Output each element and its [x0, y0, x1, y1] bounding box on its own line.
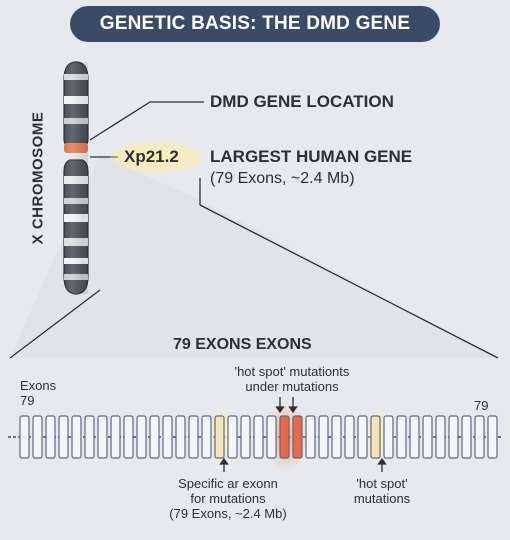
exon-box: [110, 415, 121, 459]
exon-box: [188, 415, 199, 459]
band-label: Xp21.2: [124, 147, 179, 166]
exon-box: [84, 415, 95, 459]
exon-box: [201, 415, 212, 459]
specific-line1: Specific ar exonn: [178, 476, 278, 491]
hotspot-top-line1: 'hot spot' mutationts: [234, 364, 350, 379]
exon-box: [240, 415, 251, 459]
exon-box: [149, 415, 160, 459]
exon-box: [253, 415, 264, 459]
exon-box: [474, 415, 485, 459]
exon-box: [175, 415, 186, 459]
hotspot-bottom-caption: 'hot spot' mutations: [332, 476, 432, 506]
exon-box: [383, 415, 394, 459]
exon-box: [331, 415, 342, 459]
exon-box-hotspot-secondary: [370, 415, 381, 459]
zoom-line-left: [9, 289, 101, 359]
specific-arrow: [219, 457, 229, 472]
hotspot-bottom-line2: mutations: [353, 491, 411, 506]
exon-box: [45, 415, 56, 459]
location-leader: [89, 101, 204, 141]
exon-box: [136, 415, 147, 459]
exon-map: [8, 397, 502, 472]
exon-box-hotspot: [292, 415, 303, 459]
exon-box-specific: [214, 415, 225, 459]
exon-box: [71, 415, 82, 459]
exon-box: [227, 415, 238, 459]
exon-box: [422, 415, 433, 459]
x-chromosome: [63, 61, 89, 295]
page-title: GENETIC BASIS: THE DMD GENE: [99, 13, 411, 34]
exon-left-label-word: Exons: [20, 378, 57, 393]
exon-map-title: 79 EXONS EXONS: [173, 336, 312, 353]
specific-line2: for mutations: [190, 491, 266, 506]
exon-box: [318, 415, 329, 459]
hotspot-bottom-line1: 'hot spot': [356, 476, 408, 491]
exon-box: [409, 415, 420, 459]
hotspot-top-line2: under mutations: [245, 379, 339, 394]
exon-box: [435, 415, 446, 459]
specific-line3: (79 Exons, ~2.4 Mb): [169, 506, 287, 521]
exon-box: [162, 415, 173, 459]
largest-gene-label: LARGEST HUMAN GENE: [210, 147, 413, 166]
gene-location-label: DMD GENE LOCATION: [210, 92, 394, 111]
hotspot-bottom-arrow: [377, 457, 387, 472]
exon-left-label: Exons 79: [20, 378, 56, 408]
exon-box: [305, 415, 316, 459]
exon-box: [396, 415, 407, 459]
zoom-line-right: [199, 204, 499, 359]
exon-box: [32, 415, 43, 459]
chromosome-label: X CHROMOSOME: [29, 111, 47, 245]
hotspot-top-arrows: [275, 397, 298, 414]
exon-box: [58, 415, 69, 459]
exon-right-label: 79: [474, 398, 489, 413]
exon-box: [357, 415, 368, 459]
band-highlight: [110, 141, 204, 173]
hotspot-top-caption: 'hot spot' mutationts under mutations: [212, 364, 372, 394]
specific-exon-caption: Specific ar exonn for mutations (79 Exon…: [148, 476, 308, 521]
title-banner: GENETIC BASIS: THE DMD GENE: [70, 6, 440, 42]
exon-box: [97, 415, 108, 459]
exon-box: [266, 415, 277, 459]
exon-boxes: [19, 415, 498, 459]
exon-box-hotspot: [279, 415, 290, 459]
zoom-cone: [10, 155, 498, 358]
exon-box: [461, 415, 472, 459]
largest-gene-subtitle: (79 Exons, ~2.4 Mb): [210, 170, 355, 187]
exon-box: [448, 415, 459, 459]
exon-box: [19, 415, 30, 459]
exon-box: [487, 415, 498, 459]
exon-box: [123, 415, 134, 459]
exon-box: [344, 415, 355, 459]
exon-left-label-number: 79: [20, 393, 35, 408]
